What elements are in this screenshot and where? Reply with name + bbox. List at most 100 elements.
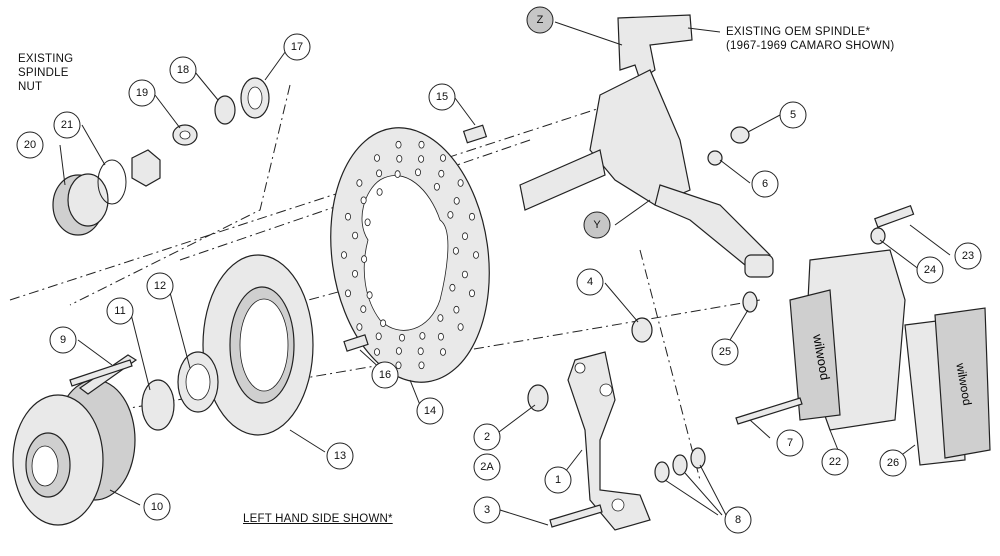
- callout-bubble-4: 4: [576, 268, 604, 296]
- svg-text:2: 2: [484, 431, 490, 443]
- svg-text:1: 1: [555, 474, 561, 486]
- rotor-drill-hole: [457, 323, 464, 331]
- oem-spindle: [519, 14, 774, 278]
- rotor-drill-hole: [344, 289, 351, 298]
- svg-text:25: 25: [719, 346, 731, 358]
- callout-bubble-19: 19: [128, 79, 156, 107]
- rotor-drill-hole: [352, 231, 359, 240]
- svg-text:20: 20: [24, 139, 36, 151]
- rotor-drill-hole: [361, 255, 368, 263]
- rotor-drill-hole: [447, 211, 454, 219]
- rotor-drill-hole: [449, 283, 456, 292]
- callout-bubble-5: 5: [779, 101, 807, 129]
- callout-bubble-20: 20: [16, 131, 44, 159]
- rotor-drill-hole: [453, 305, 460, 314]
- rotor-drill-hole: [395, 361, 402, 370]
- svg-text:17: 17: [291, 41, 303, 53]
- rotor-drill-hole: [373, 348, 380, 356]
- rotor-drill-hole: [468, 212, 475, 221]
- mounting-bracket: [567, 351, 651, 531]
- rotor-drill-hole: [418, 361, 425, 370]
- existing-spindle-nut-label: EXISTING SPINDLE NUT: [18, 53, 74, 93]
- callout-bubble-1: 1: [544, 466, 572, 494]
- callout-bubble-6: 6: [751, 170, 779, 198]
- drilled-rotor: [330, 127, 490, 383]
- callout-bubble-24: 24: [916, 256, 944, 284]
- svg-text:21: 21: [61, 119, 73, 131]
- callout-bubble-17: 17: [283, 33, 311, 61]
- svg-text:6: 6: [762, 178, 768, 190]
- rotor-drill-hole: [418, 140, 425, 149]
- callout-bubble-15: 15: [428, 83, 456, 111]
- rotor-drill-hole: [395, 140, 402, 149]
- rotor-drill-hole: [356, 179, 363, 187]
- callout-bubble-7: 7: [776, 429, 804, 457]
- svg-text:11: 11: [114, 305, 125, 317]
- callout-bubble-16: 16: [371, 361, 399, 389]
- existing-oem-spindle-label: EXISTING OEM SPINDLE* (1967-1969 CAMARO …: [726, 26, 895, 52]
- rotor-drill-hole: [340, 251, 347, 259]
- svg-text:15: 15: [436, 91, 448, 103]
- svg-text:Y: Y: [593, 219, 601, 231]
- rotor-drill-hole: [394, 170, 401, 178]
- svg-text:Z: Z: [537, 14, 544, 26]
- rotor-drill-hole: [453, 197, 460, 205]
- callout-bubble-3: 3: [473, 496, 501, 524]
- rotor-drill-hole: [437, 332, 444, 341]
- brake-pads: wilwood: [904, 307, 991, 466]
- svg-text:22: 22: [829, 456, 841, 468]
- svg-text:26: 26: [887, 457, 899, 469]
- svg-text:14: 14: [424, 405, 436, 417]
- callout-bubble-25: 25: [711, 338, 739, 366]
- rotor-drill-hole: [351, 269, 358, 278]
- callout-bubble-11: 11: [106, 297, 134, 325]
- callout-bubble-9: 9: [49, 326, 77, 354]
- svg-text:23: 23: [962, 250, 974, 262]
- callout-bubble-14: 14: [416, 397, 444, 425]
- rotor-drill-hole: [417, 347, 424, 356]
- svg-text:3: 3: [484, 504, 490, 516]
- rotor-drill-hole: [398, 333, 405, 342]
- rotor-drill-hole: [375, 332, 382, 341]
- spindle-nut-assembly: [52, 77, 270, 236]
- rotor-drill-hole: [418, 155, 425, 163]
- callout-bubble-2: 2: [473, 423, 501, 451]
- rotor-drill-hole: [376, 169, 383, 178]
- rotor-drill-hole: [414, 168, 421, 177]
- callout-bubble-y: Y: [583, 211, 611, 239]
- rotor-drill-hole: [439, 154, 446, 162]
- callout-bubble-26: 26: [879, 449, 907, 477]
- rotor-drill-hole: [438, 169, 445, 178]
- rotor-drill-hole: [373, 154, 380, 162]
- rotor-drill-hole: [344, 212, 351, 221]
- svg-text:12: 12: [154, 280, 166, 292]
- callout-bubble-18: 18: [169, 56, 197, 84]
- rotor-drill-hole: [419, 332, 426, 340]
- rotor-drill-hole: [395, 347, 402, 355]
- rotor-drill-hole: [439, 348, 446, 356]
- rotor-drill-hole: [457, 179, 464, 187]
- rotor-drill-hole: [461, 232, 468, 241]
- rotor-drill-holes: [340, 140, 479, 370]
- rotor-drill-hole: [376, 188, 383, 196]
- callout-bubble-21: 21: [53, 111, 81, 139]
- rotor-drill-hole: [364, 218, 371, 227]
- callout-bubble-z: Z: [526, 6, 554, 34]
- svg-text:19: 19: [136, 87, 148, 99]
- fasteners: [69, 124, 915, 528]
- rotor-drill-hole: [396, 155, 403, 163]
- callout-bubble-22: 22: [821, 448, 849, 476]
- svg-text:8: 8: [735, 514, 741, 526]
- rotor-drill-hole: [356, 323, 363, 331]
- svg-text:4: 4: [587, 276, 593, 288]
- svg-text:13: 13: [334, 450, 346, 462]
- rotor-drill-hole: [360, 305, 367, 313]
- callout-bubble-2a: 2A: [473, 453, 501, 481]
- svg-text:18: 18: [177, 64, 189, 76]
- rotor-drill-hole: [472, 251, 479, 259]
- svg-text:2A: 2A: [480, 461, 494, 473]
- wheel-hub: [12, 351, 219, 526]
- rotor-drill-hole: [437, 314, 444, 322]
